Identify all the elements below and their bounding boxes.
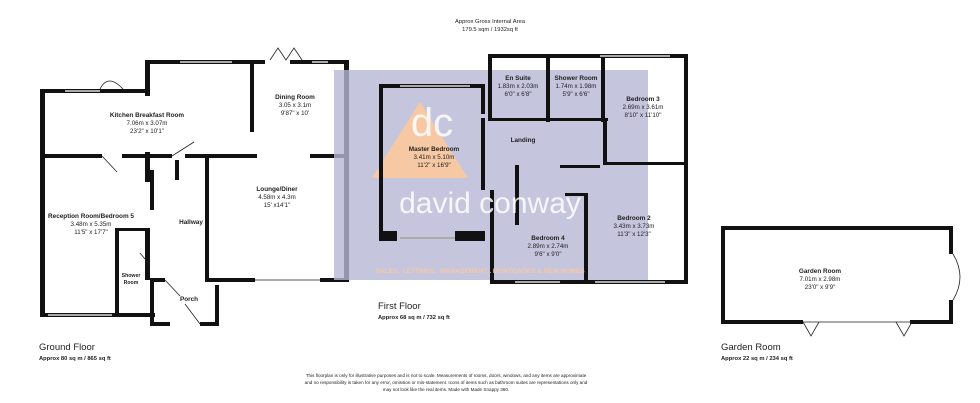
garden-room-area: Approx 22 sq m / 234 sq ft [721,356,793,362]
door-swings [802,253,961,337]
room-imperial: 15' x14'1" [264,202,291,209]
room-imperial: 9'6" x 9'0" [534,251,561,258]
room-metric: 4.58m x 4.3m [258,194,296,201]
room-imperial: 8'10" x 11'10" [625,112,662,119]
room-name: Shower Room [555,75,598,82]
door-swings [99,47,303,325]
room-imperial: 9'87" x 10' [281,110,309,117]
first-floor-label: First Floor [378,301,421,312]
room-name: Bedroom 4 [531,235,565,242]
room-metric: 2.69m x 3.61m [623,104,664,111]
garden-room-label: Garden Room [721,342,781,353]
room-metric: 2.89m x 2.74m [528,243,569,250]
first-floor-area: Approx 68 sq m / 732 sq ft [378,315,450,321]
watermark-brand: david conway [399,187,581,220]
room-imperial: 23'2" x 10'1" [130,128,164,135]
ground-floor-area: Approx 80 sq m / 865 sq ft [39,356,111,362]
watermark-logo: dc [411,101,453,145]
disclaimer-line: and no responsibility is taken for any e… [305,380,588,385]
gross-area-value: 179.5 sqm / 1932sq ft [462,27,518,33]
room-name: Master Bedroom [409,146,460,153]
gross-area-title: Approx Gross Internal Area [455,19,526,25]
ground-floor-walls [40,60,349,326]
room-name: Garden Room [799,268,842,275]
room-metric: 7.01m x 2.98m [800,276,841,283]
room-name: Lounge/Diner [256,186,298,193]
room-imperial: 6'0" x 6'8" [504,91,531,98]
room-name: Kitchen Breakfast Room [110,112,185,119]
ground-floor-plan: Kitchen Breakfast Room 7.06m x 3.07m 23'… [40,47,349,326]
room-name: Reception Room/Bedroom 5 [48,213,134,220]
room-name: En Suite [505,75,531,82]
room-name: Bedroom 2 [617,215,651,222]
room-name: Hallway [179,219,203,226]
room-name: Room [124,280,139,286]
room-name: Porch [180,296,198,303]
room-name: Bedroom 3 [626,96,660,103]
room-imperial: 23'0" x 9'9" [805,284,836,291]
room-metric: 1.83m x 2.03m [498,83,539,90]
room-metric: 3.41m x 5.10m [414,154,455,161]
disclaimer-line: This floorplan is only for illustrative … [306,373,587,378]
room-name: Dining Room [275,94,315,101]
room-imperial: 11'2" x 16'9" [417,162,450,169]
disclaimer-line: may not look like the real items. Made w… [383,387,509,392]
room-name: Shower [122,273,141,279]
room-metric: 3.48m x 5.35m [71,221,112,228]
room-metric: 7.06m x 3.07m [127,120,168,127]
room-name: Landing [511,137,536,144]
room-imperial: 11'5" x 17'7" [74,229,107,236]
room-metric: 1.74m x 1.98m [556,83,597,90]
garden-room-plan: Garden Room 7.01m x 2.98m 23'0" x 9'9" [721,226,961,337]
ground-floor-label: Ground Floor [39,342,95,353]
room-metric: 3.05 x 3.1m [279,102,311,109]
garden-room-walls [721,226,953,324]
room-imperial: 5'9" x 6'6" [562,91,589,98]
first-floor-plan: Master Bedroom 3.41m x 5.10m 11'2" x 16'… [379,54,688,284]
watermark-tagline: SALES . LETTINGS . MANAGEMENT . MORTGAGE… [375,268,585,275]
room-imperial: 11'3" x 12'3" [617,231,650,238]
watermark-triangle [372,102,468,178]
room-metric: 3.43m x 3.73m [614,223,655,230]
